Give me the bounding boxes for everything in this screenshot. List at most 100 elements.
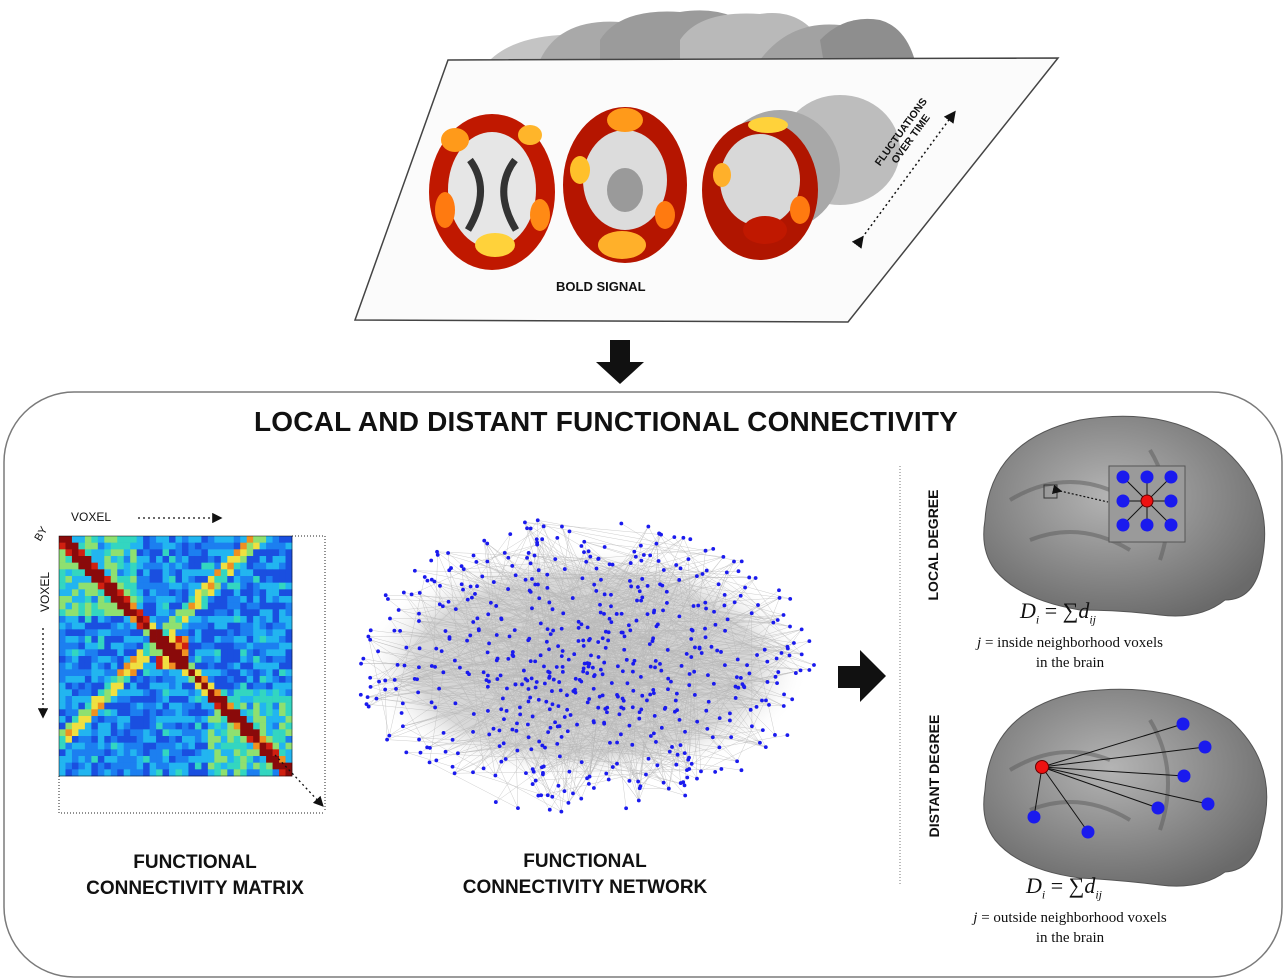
- network-node: [533, 582, 538, 587]
- network-node: [504, 708, 509, 713]
- network-node: [557, 754, 562, 759]
- network-node: [576, 619, 581, 624]
- network-node: [398, 628, 402, 633]
- network-node: [366, 634, 371, 639]
- network-node: [648, 664, 653, 669]
- network-node: [487, 732, 492, 737]
- right-arrow: [838, 650, 886, 702]
- network-node: [394, 687, 398, 691]
- network-node: [417, 611, 421, 616]
- network-node: [465, 597, 470, 602]
- network-node: [704, 606, 708, 611]
- network-node: [422, 575, 427, 579]
- network-node: [609, 620, 614, 625]
- network-node: [441, 730, 446, 735]
- distant-voxel: [1027, 810, 1041, 824]
- network-node: [687, 672, 692, 676]
- network-node: [502, 717, 506, 722]
- network-node: [697, 645, 702, 650]
- network-node: [693, 645, 697, 650]
- network-node: [661, 568, 666, 572]
- network-node: [674, 563, 679, 567]
- network-node: [785, 644, 790, 649]
- network-node: [533, 778, 538, 783]
- network-node: [535, 542, 540, 547]
- network-node: [377, 679, 381, 684]
- network-node: [498, 673, 503, 678]
- network-node: [560, 665, 565, 669]
- network-node: [629, 584, 634, 589]
- network-node: [412, 677, 417, 681]
- network-node: [575, 722, 579, 727]
- network-node: [606, 638, 611, 643]
- network-node: [523, 520, 527, 525]
- matrix-caption-line1: FUNCTIONAL: [133, 852, 257, 873]
- network-node: [437, 686, 441, 691]
- network-node: [434, 646, 439, 651]
- network-node: [571, 791, 575, 796]
- network-node: [652, 713, 657, 718]
- network-node: [719, 767, 724, 771]
- network-node: [694, 574, 699, 579]
- network-node: [602, 611, 606, 616]
- network-node: [733, 696, 738, 700]
- network-node: [724, 570, 729, 575]
- network-node: [747, 575, 752, 580]
- network-node: [386, 597, 390, 601]
- network-node: [515, 721, 519, 726]
- network-node: [709, 644, 714, 649]
- network-node: [782, 692, 786, 697]
- network-node: [565, 729, 570, 734]
- network-node: [637, 716, 642, 721]
- network-node: [547, 675, 552, 680]
- network-node: [648, 734, 653, 738]
- network-node: [609, 604, 613, 609]
- network-node: [576, 639, 581, 643]
- network-node: [606, 630, 611, 635]
- network-node: [662, 706, 667, 711]
- network-node: [515, 748, 520, 753]
- network-node: [692, 669, 697, 674]
- network-node: [729, 735, 734, 740]
- network-node: [634, 618, 639, 623]
- network-node: [487, 641, 491, 646]
- network-node: [485, 650, 490, 655]
- fluctuation-arrow: [851, 110, 956, 249]
- network-node: [734, 675, 739, 680]
- network-node: [604, 771, 609, 776]
- network-node: [600, 636, 605, 641]
- network-node: [568, 713, 573, 717]
- network-node: [525, 556, 529, 560]
- neighbor-voxel: [1116, 494, 1130, 508]
- network-node: [667, 749, 672, 754]
- network-node: [548, 632, 553, 637]
- network-node: [678, 566, 683, 571]
- network-node: [495, 677, 500, 681]
- network-node: [513, 573, 518, 578]
- network-node: [510, 650, 515, 654]
- network-node: [392, 628, 397, 633]
- network-node: [530, 782, 535, 786]
- network-node: [562, 567, 567, 571]
- distant-voxel: [1176, 717, 1190, 731]
- network-node: [446, 551, 450, 555]
- network-node: [582, 550, 586, 554]
- network-node: [621, 706, 626, 711]
- network-node: [365, 695, 370, 700]
- local-formula-rhs-sub: ij: [1089, 612, 1096, 627]
- network-node: [638, 674, 643, 679]
- network-node: [600, 693, 605, 698]
- network-node: [717, 716, 722, 721]
- network-node: [598, 667, 603, 672]
- network-node: [579, 622, 584, 627]
- network-node: [651, 691, 656, 696]
- distant-voxel: [1198, 740, 1212, 754]
- distant-degree-brain: [983, 688, 1268, 887]
- network-node: [358, 692, 363, 697]
- network-node: [536, 582, 540, 587]
- network-node: [559, 809, 564, 814]
- network-node: [689, 637, 694, 641]
- distant-formula-eq: = ∑: [1050, 873, 1085, 898]
- network-node: [556, 783, 561, 788]
- network-node: [630, 742, 635, 747]
